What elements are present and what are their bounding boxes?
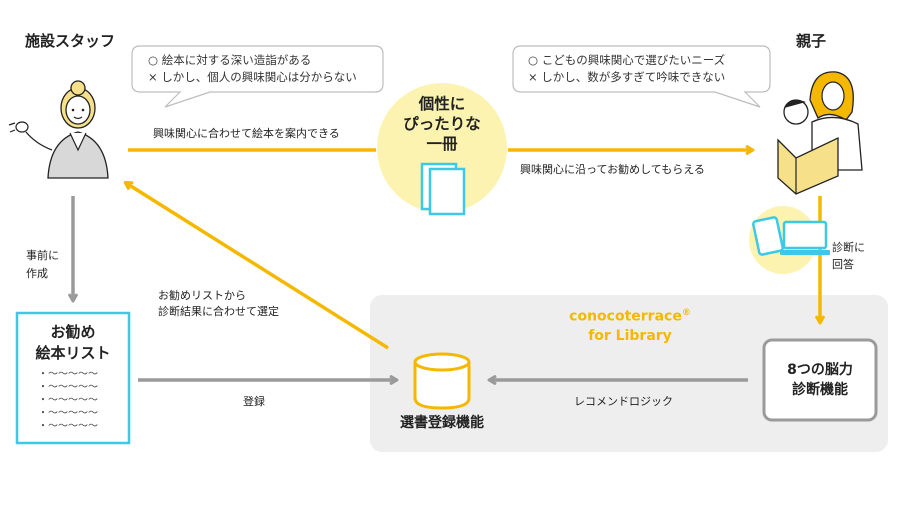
diagnosis-text-line: 8つの脳力 bbox=[787, 362, 853, 378]
diagnosis-box bbox=[762, 338, 878, 422]
parent-child-icon bbox=[777, 71, 863, 195]
parent-bubble-line: ○ こどもの興味関心で選びたいニーズ bbox=[528, 53, 726, 67]
center-text-line: 個性に bbox=[418, 95, 466, 113]
label-answer-line: 診断に bbox=[832, 241, 865, 254]
list-card-lines: ・〜〜〜〜〜 ・〜〜〜〜〜 ・〜〜〜〜〜 ・〜〜〜〜〜 ・〜〜〜〜〜 bbox=[38, 368, 98, 433]
staff-bubble-text: ○ 絵本に対する深い造詣がある × しかし、個人の興味関心は分からない bbox=[148, 52, 357, 86]
label-select: お勧めリストから 診断結果に合わせて選定 bbox=[158, 288, 279, 320]
label-answer: 診断に 回答 bbox=[832, 239, 865, 273]
label-select-line: 診断結果に合わせて選定 bbox=[158, 305, 279, 318]
list-card-line: ・〜〜〜〜〜 bbox=[38, 408, 98, 419]
service-sub: for Library bbox=[588, 327, 672, 344]
list-card-title: お勧め 絵本リスト bbox=[17, 322, 129, 364]
label-prepare: 事前に 作成 bbox=[26, 247, 59, 283]
diagnosis-text-line: 診断機能 bbox=[792, 382, 848, 398]
staff-person-icon bbox=[8, 80, 109, 179]
staff-bubble-line: ○ 絵本に対する深い造詣がある bbox=[148, 53, 312, 67]
parent-bubble-text: ○ こどもの興味関心で選びたいニーズ × しかし、数が多すぎて吟味できない bbox=[528, 52, 725, 86]
label-register: 登録 bbox=[243, 395, 265, 408]
database-icon bbox=[413, 352, 471, 410]
parent-bubble-line: × しかし、数が多すぎて吟味できない bbox=[528, 70, 726, 84]
center-circle bbox=[377, 83, 507, 213]
label-prepare-line: 作成 bbox=[26, 267, 48, 280]
list-card-title-line: お勧め bbox=[50, 323, 96, 341]
devices-icon bbox=[752, 216, 830, 256]
diagnosis-text: 8つの脳力 診断機能 bbox=[764, 360, 876, 400]
parent-speech-bubble bbox=[512, 45, 771, 108]
list-card-line: ・〜〜〜〜〜 bbox=[38, 395, 98, 406]
staff-speech-bubble bbox=[131, 45, 384, 108]
service-registered-mark: ® bbox=[681, 308, 691, 318]
center-text-line: ぴったりな bbox=[403, 115, 481, 133]
service-name-line: conocoterrace® bbox=[520, 304, 740, 327]
db-label: 選書登録機能 bbox=[400, 415, 484, 431]
label-center-to-parent: 興味関心に沿ってお勧めしてもらえる bbox=[520, 163, 705, 176]
label-select-line: お勧めリストから bbox=[158, 289, 246, 302]
center-text: 個性に ぴったりな 一冊 bbox=[392, 94, 492, 154]
parent-title: 親子 bbox=[796, 32, 827, 50]
service-brand: conocoterrace® for Library bbox=[520, 304, 740, 346]
label-prepare-line: 事前に bbox=[26, 249, 59, 262]
arrow-db-to-staff bbox=[126, 183, 389, 350]
service-name: conocoterrace bbox=[569, 308, 682, 325]
label-answer-line: 回答 bbox=[832, 258, 854, 271]
center-text-line: 一冊 bbox=[426, 135, 458, 153]
list-card-line: ・〜〜〜〜〜 bbox=[38, 369, 98, 380]
staff-title: 施設スタッフ bbox=[25, 32, 116, 50]
staff-bubble-line: × しかし、個人の興味関心は分からない bbox=[148, 70, 357, 84]
list-card-line: ・〜〜〜〜〜 bbox=[38, 382, 98, 393]
label-logic: レコメンドロジック bbox=[574, 395, 673, 408]
service-panel bbox=[370, 295, 888, 452]
list-card-line: ・〜〜〜〜〜 bbox=[38, 421, 98, 432]
recommend-list-card bbox=[15, 311, 131, 445]
books-icon bbox=[420, 162, 466, 216]
list-card-title-line: 絵本リスト bbox=[35, 344, 111, 362]
label-staff-to-center: 興味関心に合わせて絵本を案内できる bbox=[153, 127, 340, 140]
